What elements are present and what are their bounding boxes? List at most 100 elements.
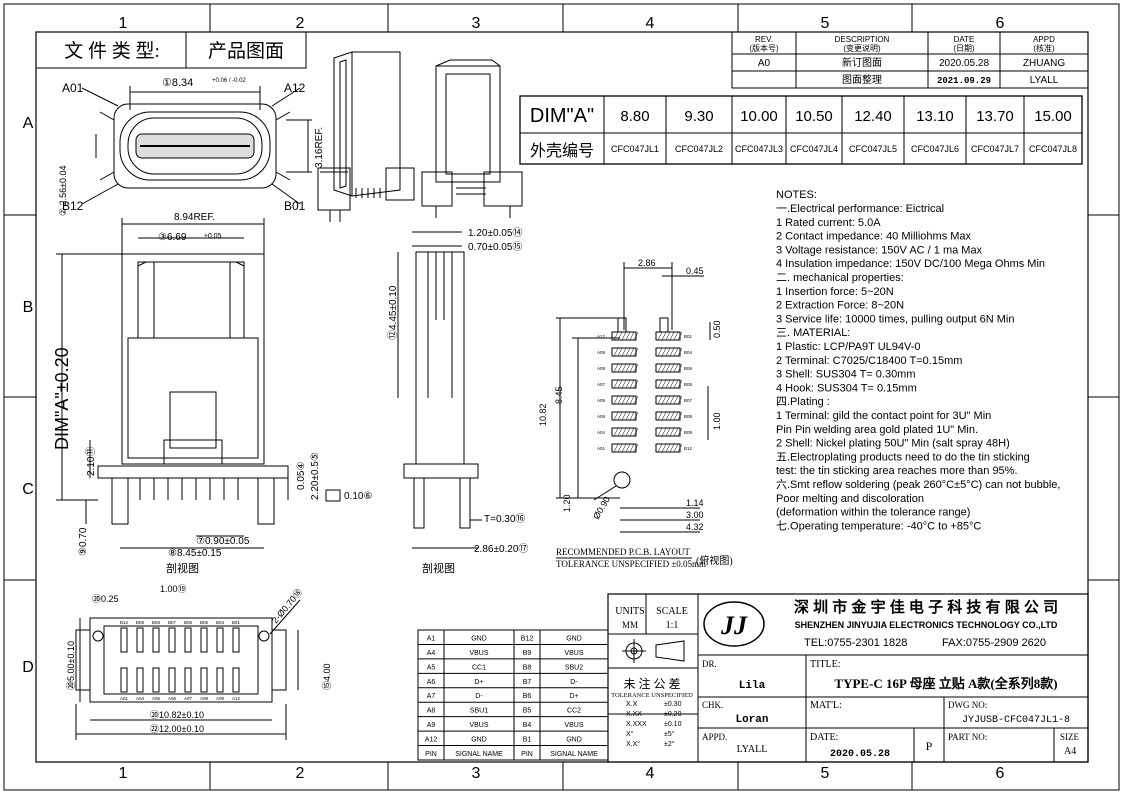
pin-table-cell: A1 [427,635,436,642]
tolerance-value: ±2° [664,740,675,748]
pin-table-cell: CC1 [472,664,486,671]
rev-row2-desc: 图面整理 [842,73,882,86]
approved-value: LYALL [737,744,768,755]
company-name-en: SHENZHEN JINYUJIA ELECTRONICS TECHNOLOGY… [795,620,1058,630]
bottom-pin-label: B08 [152,620,161,625]
side-view-labels: 1.20±0.05⑭ 0.70±0.05⑮ ⑫4.45±0.10 T=0.30⑯… [387,227,528,575]
units-label: UNITS [615,606,644,617]
bottom-pin-top [200,627,208,653]
rev-row1-appd: ZHUANG [1023,58,1065,69]
note-line: 2 Extraction Force: 8~20N [776,300,904,312]
pin-table-header: PIN [521,751,533,758]
company-name-cn: 深 圳 市 金 宇 佳 电 子 科 技 有 限 公 司 [794,598,1058,616]
tolerance-value: ±0.30 [664,701,682,708]
bottom-pin-top [184,627,192,653]
pin-table-header: PIN [425,751,437,758]
dim-6-69-tol: ±0.05 [204,233,222,240]
title-label: TITLE: [810,659,841,670]
note-line: 四.Plating : [776,396,830,408]
note-line: 1 Rated current: 5.0A [776,217,881,229]
grid-row-b-left: B [23,299,34,316]
pcb-caption-2: TOLERANCE UNSPECIFIED ±0.05mm [556,559,706,569]
front-view [81,86,312,205]
pcb-layout: A12A09A08A07A05A06A04A01B01B04B06B05B07B… [556,262,711,533]
bv-dim-10-82: ⑳10.82±0.10 [150,710,204,720]
tolerance-key: X.X [626,701,638,708]
pcb-pin-label: B01 [684,334,693,339]
bottom-pin-bottom [216,667,224,693]
note-line: 六.Smt reflow soldering (peak 260°C±5°C) … [776,478,1060,491]
pin-table-cell: VBUS [469,722,488,729]
pin-table-cell: A12 [425,737,438,744]
pin-table-cell: VBUS [564,722,583,729]
pcb-dim-2-86: 2.86 [638,258,656,268]
rev-row2-date: 2021.09.29 [937,76,991,86]
grid-row-c-left: C [22,481,34,498]
dim-6-69: ③6.69 [158,232,187,243]
dim-2-20: 2.20±0.5⑤ [310,452,321,500]
document-type-value: 产品图面 [208,40,284,62]
grid-col-3-bottom: 3 [472,765,481,782]
pin-label-a12: A12 [284,81,306,95]
rev-row1-date: 2020.05.28 [939,58,989,69]
pin-table-cell: A6 [427,679,436,686]
bottom-pin-label: A09 [216,696,225,701]
pin-table-cell: A7 [427,693,436,700]
dim-a-section: DIM"A"±0.20 [52,347,72,450]
grid-col-2-bottom: 2 [296,765,305,782]
dim-a-value: 10.50 [795,108,833,125]
pcb-dim-0-90: Ø0.90 [591,495,612,521]
section-view [56,218,289,549]
tolerance-value: ±0.10 [664,721,682,728]
checked-value: Loran [735,714,768,726]
pcb-pin-label: A07 [597,382,606,387]
pin-table-cell: GND [566,635,582,642]
rev-row1-desc: 新订图面 [842,56,882,69]
pcb-tab-pad [617,317,627,333]
note-line: 五.Electroplating products need to do the… [776,451,1030,463]
dim-2-10: 2.10⑪ [85,447,97,476]
note-line: 1 Terminal: gild the contact point for 3… [776,410,991,422]
pin-table-cell: B5 [523,708,532,715]
bottom-pin-top [120,627,128,653]
bottom-pin-label: B12 [120,620,129,625]
rev-header-date: DATE [954,35,975,44]
isometric-view-right [421,59,523,218]
bottom-view-labels: ⑳0.25 1.00⑲ 2-Ø0.70⑱ ⑳5.00±0.10 ⑮4.00 ⑳1… [66,584,332,734]
dim-a-value: 12.40 [854,108,892,125]
bottom-pin-label: B05 [200,620,209,625]
bv-dim-4-00: ⑮4.00 [322,663,332,690]
pin-table-cell: D+ [474,679,483,686]
company-tel: TEL:0755-2301 1828 [804,637,907,649]
rev-header-appd-cn: (核准) [1033,43,1055,53]
tolerance-key: X.XXX [626,721,647,728]
pcb-tab-pad [659,317,669,333]
dim-0-90: ⑦0.90±0.05 [196,536,250,547]
grid-col-4-top: 4 [646,15,655,32]
dim-t-0-30: T=0.30⑯ [484,513,525,525]
bottom-pin-bottom [136,667,144,693]
note-line: 2 Terminal: C7025/C18400 T=0.15mm [776,355,962,367]
dim-0-05: 0.05④ [296,462,307,490]
pin-table-header: SIGNAL NAME [550,751,598,758]
tolerance-sub: TOLERANCE UNSPECIFIED [611,692,693,699]
bv-dim-0-25: ⑳0.25 [92,594,119,604]
pin-table-cell: A5 [427,664,436,671]
grid-markers: 1 2 3 4 5 6 1 2 3 4 5 6 A B C D [4,4,1119,790]
units-value: MM [622,620,638,630]
bottom-pin-label: B09 [136,620,145,625]
grid-col-6-bottom: 6 [996,765,1005,782]
pin-table-cell: A4 [427,650,436,657]
dim-8-34-tol: +0.06 / -0.02 [212,78,247,84]
grid-col-1-bottom: 1 [119,765,128,782]
note-line: (deformation within the tolerance range) [776,507,970,519]
note-line: Poor melting and discoloration [776,493,924,505]
note-line: 2 Shell: Nickel plating 50U" Min (salt s… [776,438,1010,450]
date-label: DATE: [810,732,838,743]
pcb-pin-label: A12 [597,334,606,339]
projection-symbol-icon [622,639,685,663]
pin-label-a01: A01 [62,81,84,95]
drawing-number-label: DWG NO: [948,700,987,710]
